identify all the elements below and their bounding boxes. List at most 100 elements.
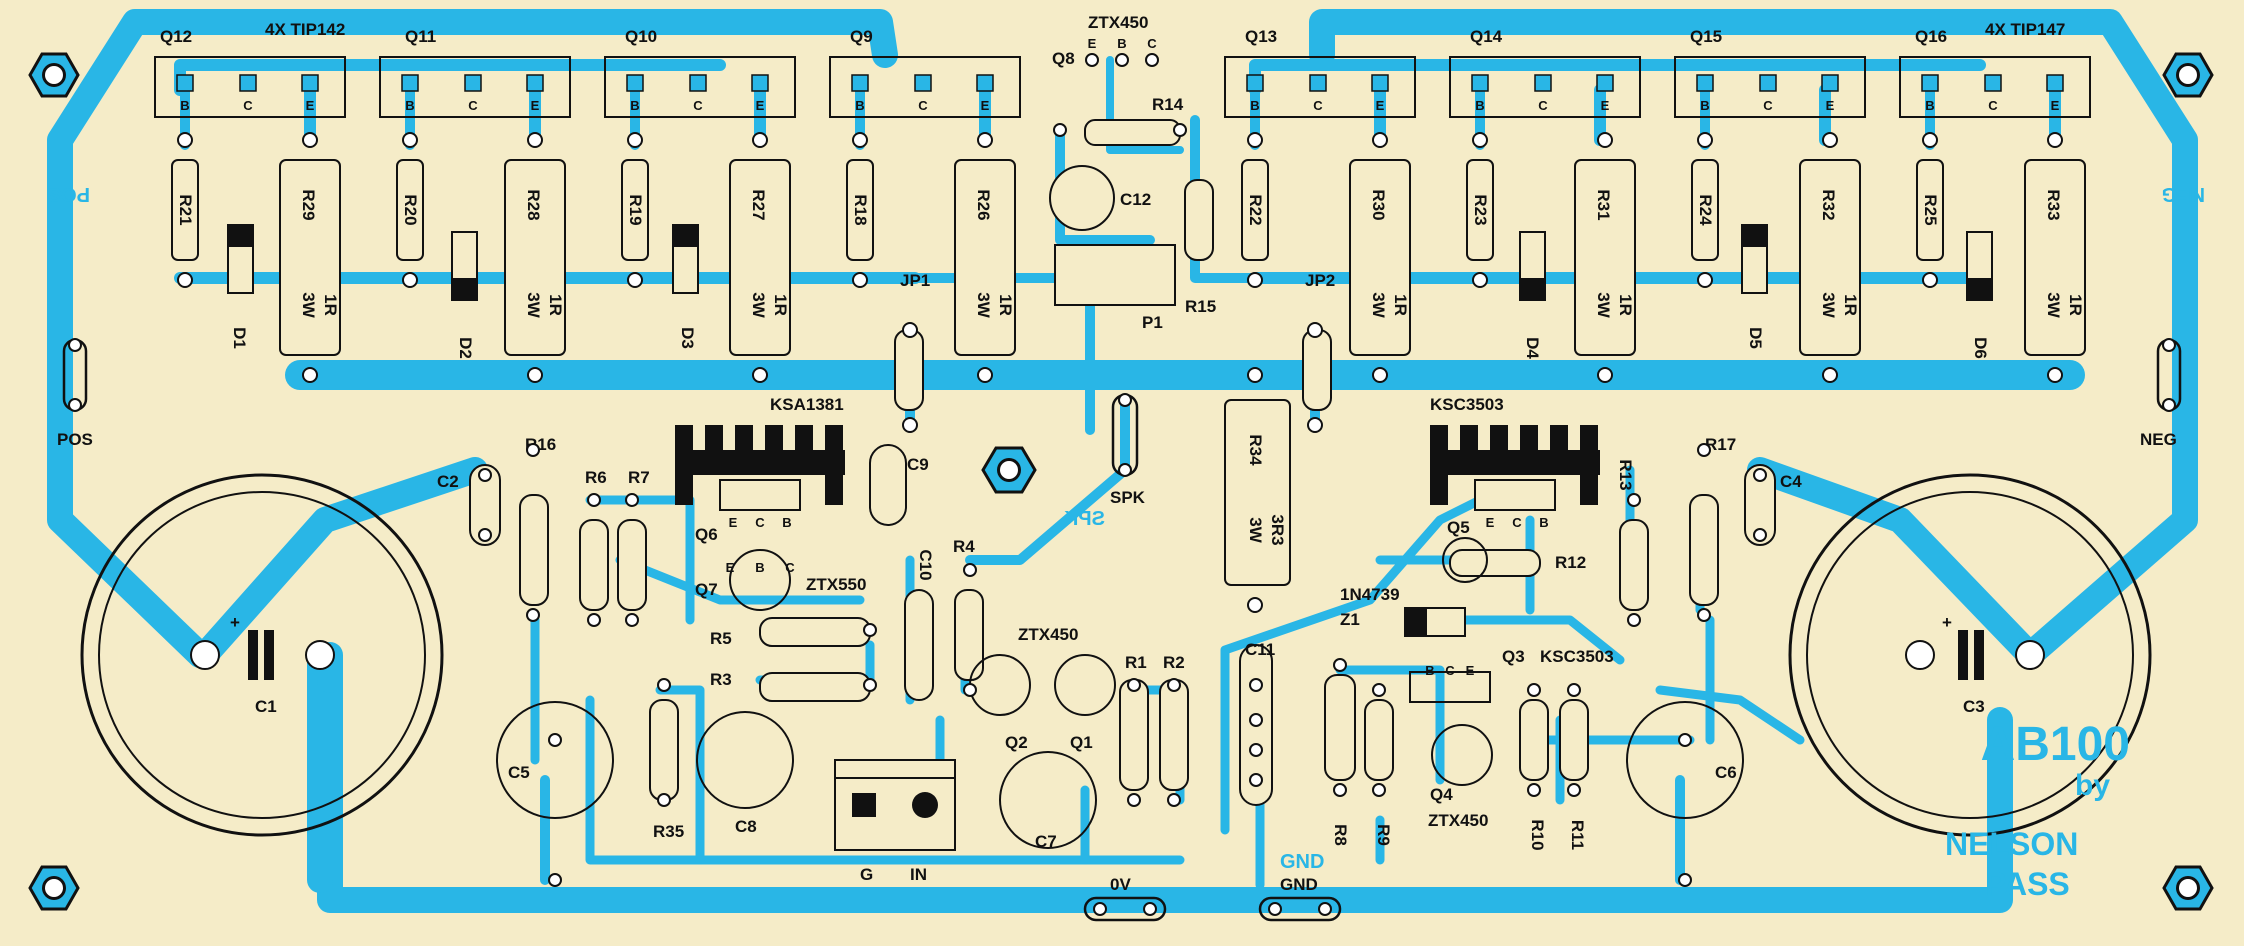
svg-text:3W: 3W bbox=[1594, 292, 1613, 318]
driver-labels: KSA1381 KSC3503 E C B Q6 E C B Q5 bbox=[695, 395, 1549, 544]
r12-label: R12 bbox=[1555, 553, 1586, 572]
mounting-hole-top-right bbox=[2162, 52, 2214, 98]
svg-text:R27: R27 bbox=[749, 189, 768, 220]
z1-type: 1N4739 bbox=[1340, 585, 1400, 604]
gnd-copper-label: GND bbox=[1280, 851, 1324, 873]
c8-label: C8 bbox=[735, 817, 757, 836]
q3-label: Q3 bbox=[1502, 647, 1525, 666]
conn-g-label: G bbox=[860, 865, 873, 884]
svg-text:R31: R31 bbox=[1594, 189, 1613, 220]
svg-text:3W: 3W bbox=[1369, 292, 1388, 318]
svg-text:C: C bbox=[1988, 98, 1998, 113]
svg-text:1R: 1R bbox=[546, 294, 565, 316]
diodes: D1 D2 D3 D4 D5 D6 bbox=[227, 224, 1993, 359]
svg-text:E: E bbox=[1601, 98, 1610, 113]
svg-text:C: C bbox=[918, 98, 928, 113]
q8-label: Q8 bbox=[1052, 49, 1075, 68]
c9-label: C9 bbox=[907, 455, 929, 474]
q2-label: Q2 bbox=[1005, 733, 1028, 752]
base-resistor-labels: R21 R20 R19 R18 R22 R23 R24 R25 bbox=[176, 194, 1940, 226]
r5-label: R5 bbox=[710, 629, 732, 648]
svg-text:E: E bbox=[1088, 36, 1097, 51]
svg-text:E: E bbox=[306, 98, 315, 113]
svg-text:C: C bbox=[755, 515, 765, 530]
svg-text:R32: R32 bbox=[1819, 189, 1838, 220]
r14-label: R14 bbox=[1152, 95, 1184, 114]
r6-label: R6 bbox=[585, 468, 607, 487]
svg-text:3R3: 3R3 bbox=[1268, 514, 1287, 545]
svg-text:D3: D3 bbox=[678, 327, 697, 349]
svg-text:3W: 3W bbox=[1246, 517, 1265, 543]
q1-label: Q1 bbox=[1070, 733, 1093, 752]
r2-label: R2 bbox=[1163, 653, 1185, 672]
base-resistor-bodies bbox=[171, 159, 1944, 261]
q3-type: KSC3503 bbox=[1540, 647, 1614, 666]
svg-text:C: C bbox=[785, 560, 795, 575]
capacitor-c3: + C3 bbox=[1788, 473, 2152, 837]
ksc3503-label: KSC3503 bbox=[1430, 395, 1504, 414]
c2-label: C2 bbox=[437, 472, 459, 491]
gnd-silk-label: GND bbox=[1280, 875, 1318, 894]
svg-text:C: C bbox=[693, 98, 703, 113]
svg-text:B: B bbox=[782, 515, 791, 530]
svg-text:C: C bbox=[243, 98, 253, 113]
r3-label: R3 bbox=[710, 670, 732, 689]
svg-text:B: B bbox=[1475, 98, 1484, 113]
svg-text:R8: R8 bbox=[1331, 824, 1350, 846]
svg-text:B: B bbox=[755, 560, 764, 575]
svg-text:R30: R30 bbox=[1369, 189, 1388, 220]
svg-text:C: C bbox=[1538, 98, 1548, 113]
r15-label: R15 bbox=[1185, 297, 1216, 316]
svg-text:R29: R29 bbox=[299, 189, 318, 220]
svg-text:+: + bbox=[1942, 613, 1952, 632]
svg-text:1R: 1R bbox=[321, 294, 340, 316]
q16-label: Q16 bbox=[1915, 27, 1947, 46]
svg-text:D6: D6 bbox=[1971, 337, 1990, 359]
r4-label: R4 bbox=[953, 537, 975, 556]
svg-text:3W: 3W bbox=[524, 292, 543, 318]
pos-copper-label: POS bbox=[48, 183, 90, 205]
svg-text:R19: R19 bbox=[626, 194, 645, 225]
q11-label: Q11 bbox=[405, 27, 436, 46]
q4-type: ZTX450 bbox=[1428, 811, 1488, 830]
q13-label: Q13 bbox=[1245, 27, 1277, 46]
svg-text:1R: 1R bbox=[1616, 294, 1635, 316]
transistor-outlines bbox=[154, 56, 2091, 118]
svg-text:B: B bbox=[1425, 663, 1434, 678]
svg-text:R34: R34 bbox=[1246, 434, 1265, 466]
c6-label: C6 bbox=[1715, 763, 1737, 782]
left-bank-label: 4X TIP142 bbox=[265, 20, 345, 39]
small-resistors bbox=[519, 494, 1719, 801]
lower-labels: C2 C4 C9 C10 C11 R16 R6 R7 R17 R13 Q7 ZT… bbox=[437, 435, 1802, 894]
svg-text:R22: R22 bbox=[1246, 194, 1265, 225]
r1-label: R1 bbox=[1125, 653, 1147, 672]
capacitor-c1: + C1 bbox=[80, 473, 444, 837]
center-top-labels: ZTX450 Q8 E B C R14 C12 R15 P1 JP1 JP2 bbox=[900, 13, 1335, 332]
svg-text:C: C bbox=[1147, 36, 1157, 51]
svg-text:D2: D2 bbox=[456, 337, 475, 359]
q6-label: Q6 bbox=[695, 525, 718, 544]
svg-text:R11: R11 bbox=[1568, 820, 1587, 850]
svg-text:R18: R18 bbox=[851, 194, 870, 225]
svg-text:E: E bbox=[729, 515, 738, 530]
zener-z1 bbox=[1404, 607, 1466, 637]
q8-type: ZTX450 bbox=[1088, 13, 1148, 32]
ztx450-mid-label: ZTX450 bbox=[1018, 625, 1078, 644]
q4-label: Q4 bbox=[1430, 785, 1453, 804]
svg-text:B: B bbox=[1250, 98, 1259, 113]
ov-label: 0V bbox=[1110, 875, 1131, 894]
title-pass: PASS bbox=[1985, 866, 2070, 902]
svg-text:C: C bbox=[1313, 98, 1323, 113]
svg-text:B: B bbox=[1539, 515, 1548, 530]
svg-text:E: E bbox=[531, 98, 540, 113]
q9-label: Q9 bbox=[850, 27, 873, 46]
svg-text:C: C bbox=[1445, 663, 1455, 678]
heatsinks bbox=[675, 425, 1600, 511]
svg-text:R9: R9 bbox=[1374, 824, 1393, 846]
bottom-pads bbox=[1083, 896, 1342, 922]
mounting-hole-top-left bbox=[28, 52, 80, 98]
jp2-label: JP2 bbox=[1305, 271, 1335, 290]
svg-text:1R: 1R bbox=[996, 294, 1015, 316]
svg-text:E: E bbox=[1826, 98, 1835, 113]
